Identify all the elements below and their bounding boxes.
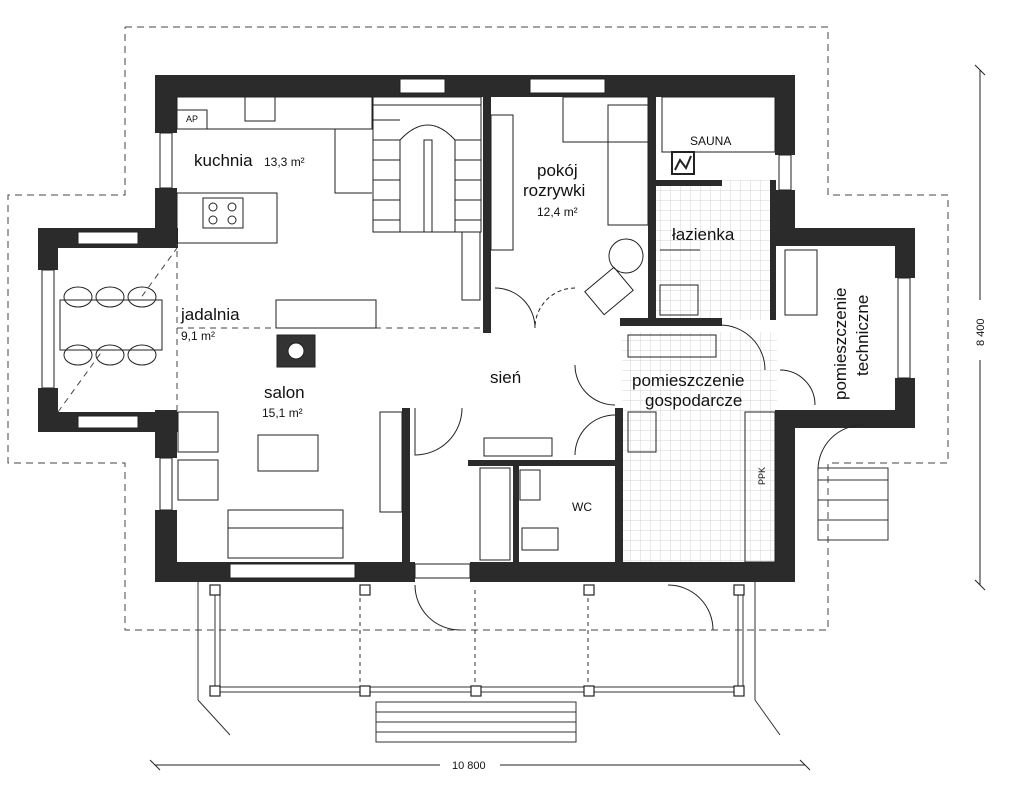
room-jadalnia-area: 9,1 m² <box>181 329 215 343</box>
room-pokoj-name-1: pokój <box>537 161 578 180</box>
living-furniture <box>177 299 403 559</box>
room-sien-name: sień <box>490 368 521 387</box>
terrace <box>197 582 781 743</box>
room-techniczne-name-1: pomieszczenie <box>831 288 850 400</box>
dimension-width: 10 800 <box>452 760 486 772</box>
room-gospodarcze-name-1: pomieszczenie <box>632 371 744 390</box>
room-techniczne-name-2: techniczne <box>853 295 872 376</box>
tiled-floors <box>622 180 777 564</box>
room-pokoj-area: 12,4 m² <box>537 205 578 219</box>
dining-set <box>59 286 163 366</box>
ppk-label: PPK <box>757 467 767 485</box>
room-salon-name: salon <box>264 383 305 402</box>
windows <box>41 78 911 579</box>
side-steps <box>817 467 889 541</box>
bathroom-fittings <box>479 96 818 563</box>
entertainment-furniture <box>490 96 649 316</box>
dimension-lines <box>149 64 986 771</box>
room-labels: kuchnia 13,3 m² jadalnia 9,1 m² salon 15… <box>180 134 872 514</box>
room-jadalnia-name: jadalnia <box>180 305 240 324</box>
room-gospodarcze-name-2: gospodarcze <box>645 391 742 410</box>
door-swings <box>414 287 864 631</box>
kitchen-fittings <box>176 96 373 244</box>
room-lazienka-name: łazienka <box>672 225 735 244</box>
room-sauna-name: SAUNA <box>690 134 731 148</box>
room-kuchnia-name: kuchnia <box>194 151 253 170</box>
roof-outline <box>7 26 949 631</box>
terrace-posts <box>209 584 745 697</box>
dimension-height: 8 400 <box>975 318 987 346</box>
room-pokoj-name-2: rozrywki <box>523 181 585 200</box>
room-kuchnia-area: 13,3 m² <box>264 155 305 169</box>
room-salon-area: 15,1 m² <box>262 406 303 420</box>
room-wc-name: WC <box>572 500 592 514</box>
staircase <box>372 96 482 301</box>
interior-walls <box>402 95 776 564</box>
ap-label: AP <box>186 114 198 124</box>
